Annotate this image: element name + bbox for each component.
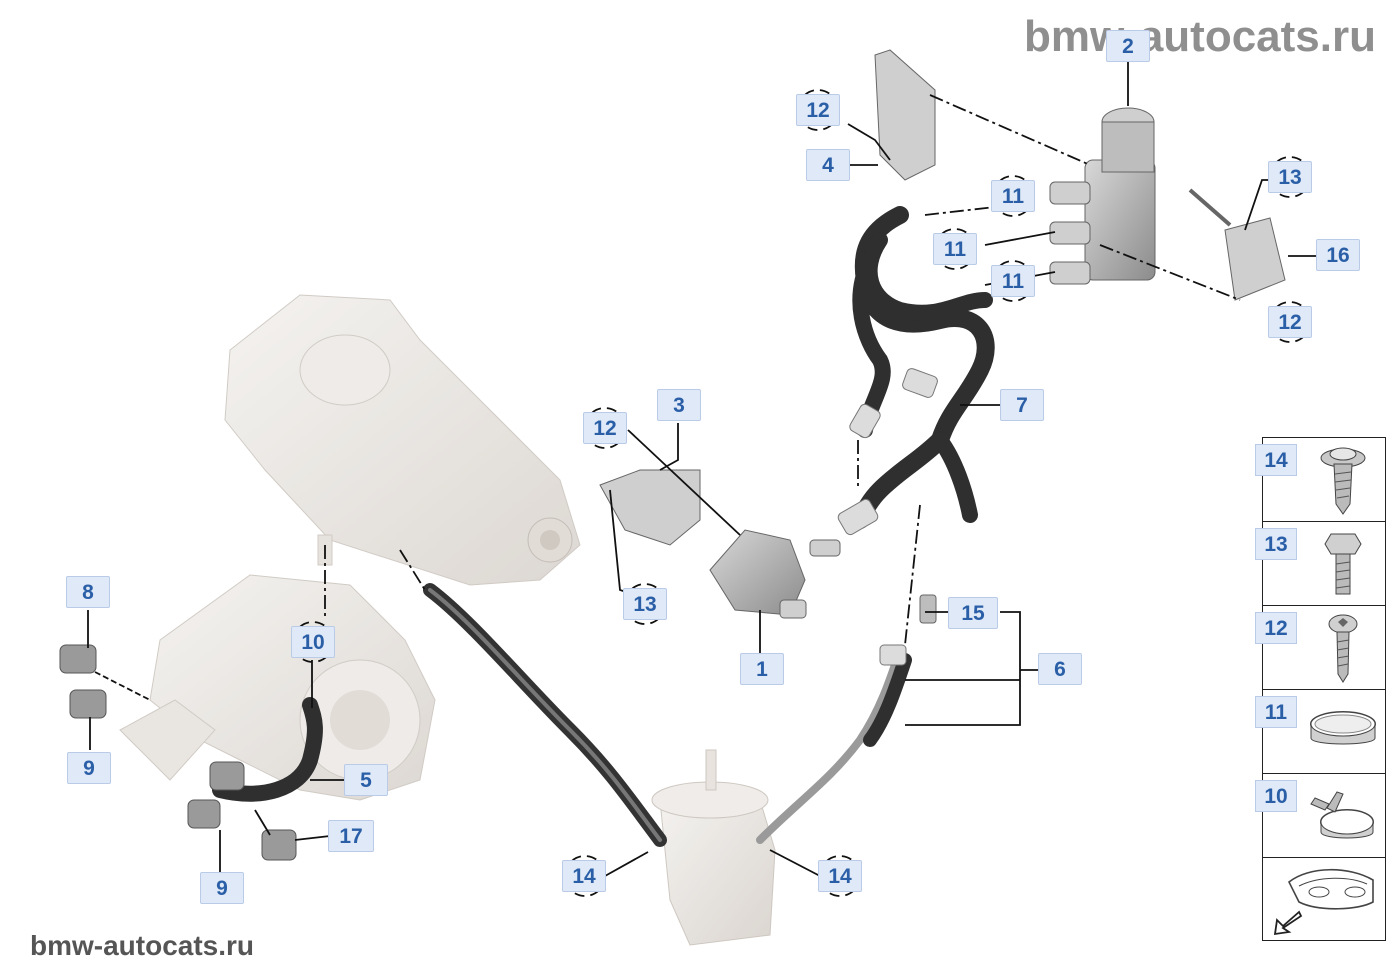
hose-clamp-icon (1310, 711, 1376, 745)
watermark-top: bmw-autocats.ru (1023, 12, 1376, 61)
callout-12-right[interactable]: 12 (1268, 306, 1312, 338)
legend-label: 10 (1255, 780, 1297, 812)
callout-17[interactable]: 17 (328, 820, 374, 852)
callout-7[interactable]: 7 (1000, 389, 1044, 421)
callout-2[interactable]: 2 (1106, 30, 1150, 62)
callout-14-right[interactable]: 14 (818, 860, 862, 892)
watermark-bottom: bmw-autocats.ru (30, 930, 255, 961)
legend-row-14[interactable]: 14 (1255, 438, 1385, 522)
fittings (59, 644, 297, 861)
legend-label: 11 (1255, 696, 1297, 728)
hex-bolt-icon (1324, 533, 1362, 595)
callout-13-top[interactable]: 13 (1268, 161, 1312, 193)
legend-label: 12 (1255, 612, 1297, 644)
valve-2-part (1049, 107, 1156, 285)
flange-bolt-icon (1320, 447, 1366, 515)
hose-5 (212, 697, 323, 802)
legend-row-11[interactable]: 11 (1255, 690, 1385, 774)
small-parts-legend: 14 13 12 11 (1255, 437, 1386, 942)
callout-12-bracket[interactable]: 12 (796, 94, 840, 126)
callout-14-left[interactable]: 14 (562, 860, 606, 892)
bracket-16-part (1224, 217, 1286, 301)
callout-11-middle[interactable]: 11 (933, 233, 977, 265)
callout-11-bottom[interactable]: 11 (991, 265, 1035, 297)
bracket-3-part (599, 469, 701, 546)
callout-12-pump[interactable]: 12 (583, 412, 627, 444)
callout-8[interactable]: 8 (66, 576, 110, 608)
callout-11-top[interactable]: 11 (991, 180, 1035, 212)
pipe-6 (863, 653, 912, 747)
callout-1[interactable]: 1 (740, 653, 784, 685)
callout-13-pump[interactable]: 13 (623, 588, 667, 620)
filter-housing-part (651, 749, 776, 946)
legend-label: 13 (1255, 528, 1297, 560)
coolant-line-right (756, 646, 904, 844)
torx-screw-icon (1328, 614, 1358, 683)
bracket-4-part (874, 49, 936, 181)
callout-16[interactable]: 16 (1316, 239, 1360, 271)
callout-9-left[interactable]: 9 (67, 752, 111, 784)
leader-lines (87, 62, 1318, 877)
sensor-15-part (919, 594, 937, 624)
legend-row-10[interactable]: 10 (1255, 774, 1385, 858)
coolant-line-left (423, 583, 667, 847)
callout-15[interactable]: 15 (948, 597, 998, 629)
callout-6[interactable]: 6 (1038, 653, 1082, 685)
legend-label: 14 (1255, 444, 1297, 476)
callout-10[interactable]: 10 (291, 626, 335, 658)
callout-3[interactable]: 3 (657, 389, 701, 421)
turbocharger-part (119, 574, 436, 801)
legend-row-13[interactable]: 13 (1255, 522, 1385, 606)
spring-clamp-icon (1310, 791, 1374, 839)
legend-row-vehicle[interactable] (1263, 858, 1385, 942)
electric-pump-1-part (709, 529, 841, 619)
egr-cooler-part (224, 294, 581, 586)
legend-row-12[interactable]: 12 (1255, 606, 1385, 690)
callout-5[interactable]: 5 (344, 764, 388, 796)
vehicle-front-arrow-icon (1273, 868, 1374, 936)
callout-9-bottom[interactable]: 9 (200, 872, 244, 904)
callout-4[interactable]: 4 (806, 149, 850, 181)
